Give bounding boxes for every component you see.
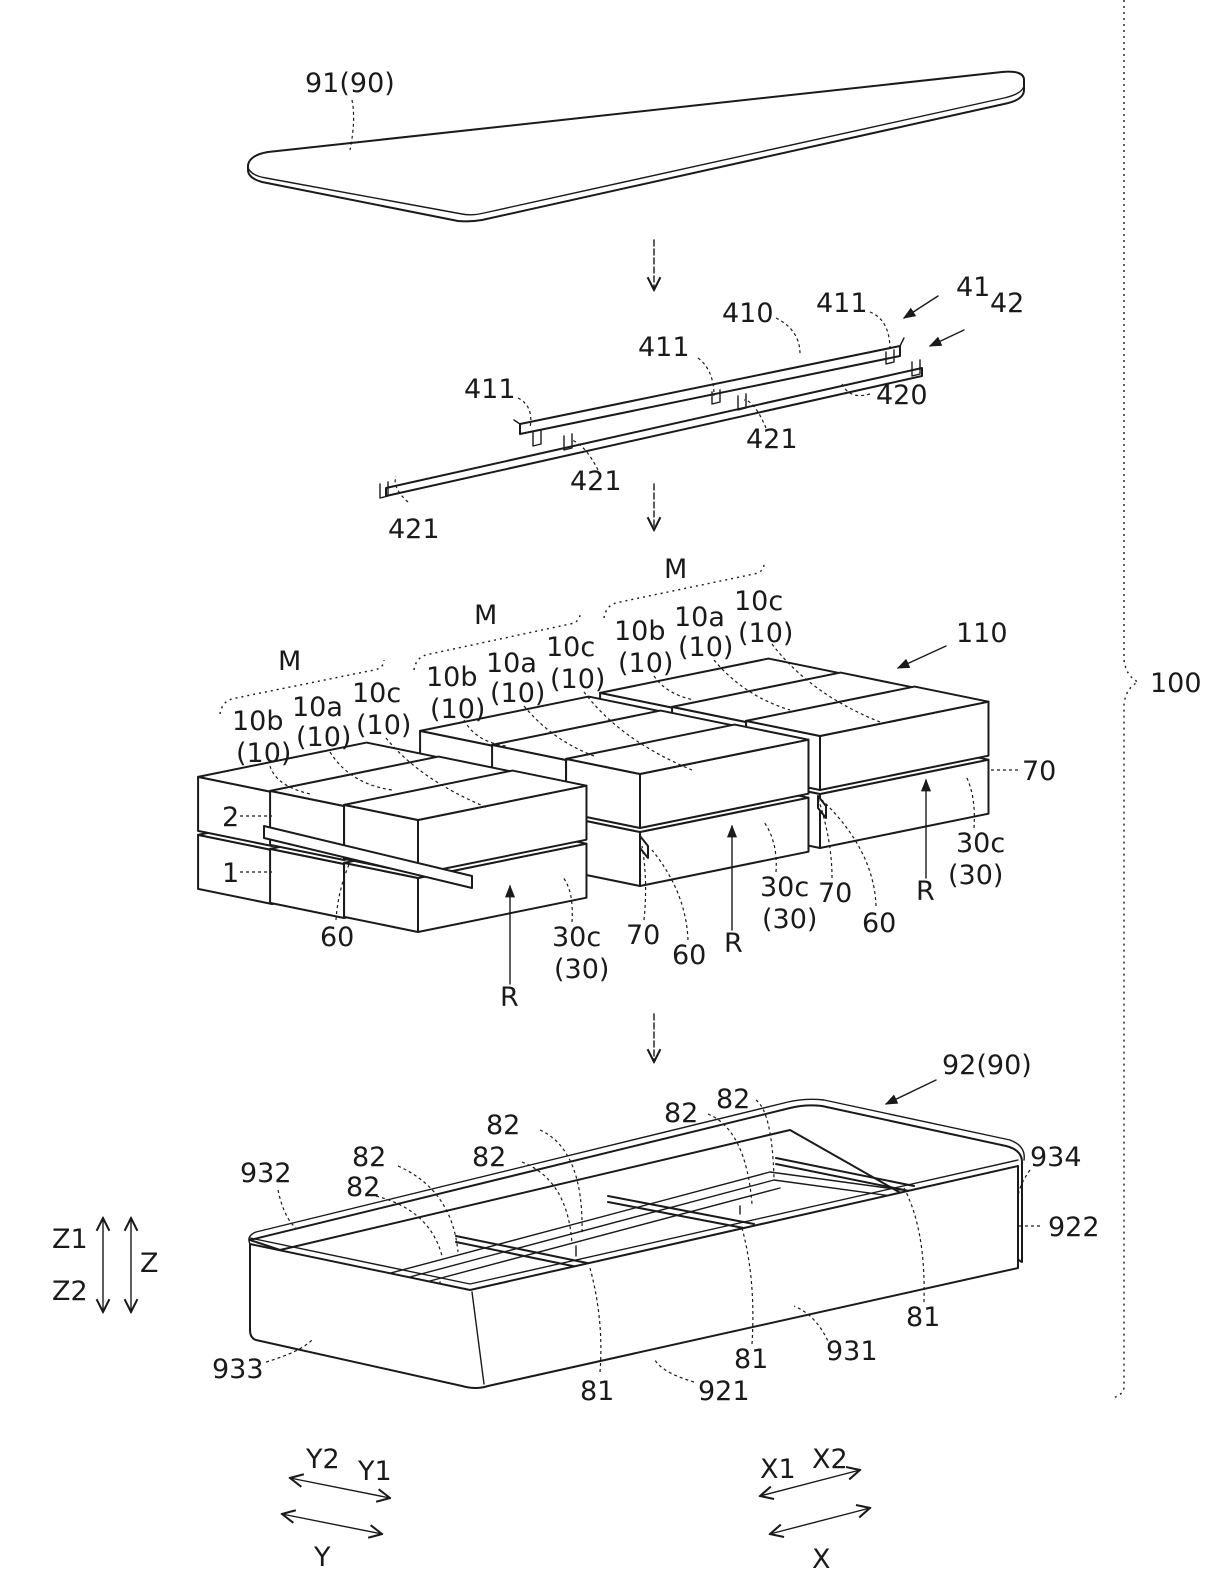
label-M-3: M [664, 554, 687, 585]
label-Y2: Y2 [305, 1444, 340, 1475]
label-30-c: (30) [948, 860, 1003, 891]
label-60-a: 60 [320, 922, 354, 953]
label-82-f: 82 [716, 1084, 750, 1115]
label-922: 922 [1048, 1212, 1100, 1243]
label-932: 932 [240, 1158, 292, 1189]
label-lid: 91(90) [305, 68, 395, 99]
label-Y1: Y1 [357, 1456, 392, 1487]
label-110: 110 [956, 618, 1008, 649]
label-60-b: 60 [672, 940, 706, 971]
label-10-1b: (10) [236, 738, 291, 769]
label-10a-3: 10a [674, 602, 725, 633]
label-10b-3: 10b [614, 616, 666, 647]
label-30-b: (30) [762, 904, 817, 935]
label-931: 931 [826, 1336, 878, 1367]
busbar-42 [380, 360, 922, 498]
busbar-41 [514, 338, 904, 446]
label-10b-1: 10b [232, 706, 284, 737]
label-421-b: 421 [570, 466, 622, 497]
label-tray: 92(90) [942, 1050, 1032, 1081]
label-10-3b: (10) [618, 648, 673, 679]
label-10c-3: 10c [734, 586, 783, 617]
label-Z2: Z2 [52, 1276, 88, 1307]
label-82-c: 82 [472, 1142, 506, 1173]
label-60-c: 60 [862, 908, 896, 939]
label-82-e: 82 [664, 1098, 698, 1129]
label-411-c: 411 [816, 288, 868, 319]
label-2: 2 [222, 802, 239, 833]
label-R-b: R [724, 928, 743, 959]
label-10-2b: (10) [430, 694, 485, 725]
label-R-a: R [500, 982, 519, 1013]
label-10c-2: 10c [546, 632, 595, 663]
label-1: 1 [222, 858, 239, 889]
label-421-a: 421 [746, 424, 798, 455]
label-10c-1: 10c [352, 678, 401, 709]
label-Y: Y [313, 1542, 331, 1573]
label-411-b: 411 [638, 332, 690, 363]
label-421-c: 421 [388, 514, 440, 545]
label-70-c: 70 [1022, 756, 1056, 787]
label-10-2a: (10) [490, 678, 545, 709]
label-10b-2: 10b [426, 662, 478, 693]
label-100: 100 [1150, 668, 1202, 699]
label-10-3a: (10) [678, 632, 733, 663]
label-81-b: 81 [734, 1344, 768, 1375]
label-30c-b: 30c [760, 872, 809, 903]
label-M-1: M [278, 646, 301, 677]
label-70-a: 70 [626, 920, 660, 951]
label-R-c: R [916, 876, 935, 907]
label-410: 410 [722, 298, 774, 329]
label-411-a: 411 [464, 374, 516, 405]
label-70-b: 70 [818, 878, 852, 909]
label-10-3c: (10) [738, 618, 793, 649]
label-10a-1: 10a [292, 692, 343, 723]
label-934: 934 [1030, 1142, 1082, 1173]
label-30c-a: 30c [552, 922, 601, 953]
label-10-2c: (10) [550, 664, 605, 695]
label-30c-c: 30c [956, 828, 1005, 859]
label-41: 41 [956, 272, 990, 303]
label-10-1a: (10) [296, 722, 351, 753]
label-10-1c: (10) [356, 710, 411, 741]
label-Z: Z [140, 1248, 159, 1279]
label-42: 42 [990, 288, 1024, 319]
label-X: X [812, 1544, 831, 1575]
label-921: 921 [698, 1376, 750, 1407]
label-Z1: Z1 [52, 1224, 88, 1255]
label-82-a: 82 [352, 1142, 386, 1173]
label-81-a: 81 [906, 1302, 940, 1333]
bracket-100 [1112, 0, 1138, 1398]
label-M-2: M [474, 600, 497, 631]
label-82-b: 82 [346, 1172, 380, 1203]
axis-z-icon [103, 1218, 131, 1312]
label-82-d: 82 [486, 1110, 520, 1141]
label-81-c: 81 [580, 1376, 614, 1407]
label-933: 933 [212, 1354, 264, 1385]
label-30-a: (30) [554, 954, 609, 985]
label-X1: X1 [760, 1454, 796, 1485]
label-10a-2: 10a [486, 648, 537, 679]
label-X2: X2 [812, 1444, 848, 1475]
label-420: 420 [876, 380, 928, 411]
